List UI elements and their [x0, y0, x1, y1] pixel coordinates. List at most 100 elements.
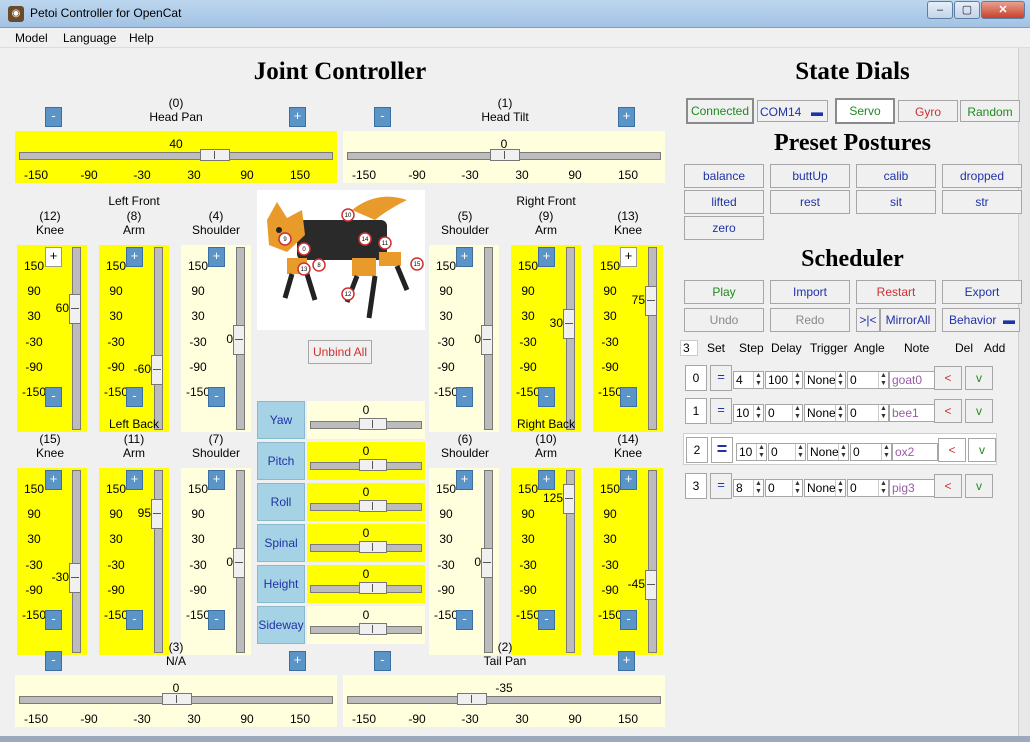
sideway-dial-button[interactable]: Sideway [257, 606, 305, 644]
angle-spinbox[interactable]: 0▲▼ [850, 443, 892, 461]
head-tilt-minus-button[interactable]: - [374, 107, 391, 127]
slider-trough[interactable] [151, 470, 163, 653]
menu-help[interactable]: Help [129, 31, 154, 45]
spin-arrows-icon[interactable]: ▲▼ [753, 480, 763, 496]
posture-buttup-button[interactable]: buttUp [770, 164, 850, 188]
servo-button[interactable]: Servo [835, 98, 895, 124]
slider-thumb[interactable] [645, 570, 657, 600]
export-button[interactable]: Export [942, 280, 1022, 304]
height-dial-slider[interactable]: 0 [307, 565, 425, 603]
posture-sit-button[interactable]: sit [856, 190, 936, 214]
delay-spinbox[interactable]: 0▲▼ [768, 443, 806, 461]
spinal-dial-button[interactable]: Spinal [257, 524, 305, 562]
spin-arrows-icon[interactable]: ▲▼ [881, 444, 891, 460]
step-spinbox[interactable]: 10▲▼ [736, 443, 767, 461]
random-button[interactable]: Random [960, 100, 1020, 122]
trigger-spinbox[interactable]: None▲▼ [804, 404, 846, 422]
behavior-select[interactable]: Behavior▬ [942, 308, 1020, 332]
dial-trough[interactable] [310, 459, 422, 471]
slider-thumb[interactable] [69, 294, 81, 324]
dial-trough[interactable] [310, 623, 422, 635]
dial-thumb[interactable] [359, 418, 387, 430]
posture-calib-button[interactable]: calib [856, 164, 936, 188]
spin-arrows-icon[interactable]: ▲▼ [835, 372, 845, 388]
slider-trough[interactable] [19, 693, 333, 705]
delay-spinbox[interactable]: 0▲▼ [765, 404, 803, 422]
rf-knee-minus-button[interactable]: - [620, 387, 637, 407]
set-frame-button[interactable]: = [711, 437, 733, 463]
trigger-spinbox[interactable]: None▲▼ [804, 479, 846, 497]
lb-arm-minus-button[interactable]: - [126, 610, 143, 630]
slider-trough[interactable] [563, 247, 575, 430]
lb-knee-plus-button[interactable]: + [45, 470, 62, 490]
frame-index[interactable]: 1 [685, 398, 707, 424]
lb-knee-minus-button[interactable]: - [45, 610, 62, 630]
spin-arrows-icon[interactable]: ▲▼ [792, 480, 802, 496]
sideway-dial-slider[interactable]: 0 [307, 606, 425, 644]
dial-thumb[interactable] [359, 459, 387, 471]
spin-arrows-icon[interactable]: ▲▼ [792, 372, 802, 388]
delete-frame-button[interactable]: < [934, 366, 962, 390]
rb-shoulder-minus-button[interactable]: - [456, 610, 473, 630]
set-frame-button[interactable]: = [710, 398, 732, 424]
set-frame-button[interactable]: = [710, 473, 732, 499]
spin-arrows-icon[interactable]: ▲▼ [835, 405, 845, 421]
height-dial-button[interactable]: Height [257, 565, 305, 603]
mirror-all-button[interactable]: MirrorAll [880, 308, 936, 332]
dial-thumb[interactable] [359, 582, 387, 594]
lf-arm-minus-button[interactable]: - [126, 387, 143, 407]
frame-index[interactable]: 2 [686, 437, 708, 463]
angle-spinbox[interactable]: 0▲▼ [847, 479, 889, 497]
posture-zero-button[interactable]: zero [684, 216, 764, 240]
slider-thumb[interactable] [233, 325, 245, 355]
add-frame-button[interactable]: v [965, 474, 993, 498]
slider-trough[interactable] [481, 470, 493, 653]
dial-trough[interactable] [310, 582, 422, 594]
slider-thumb[interactable] [69, 563, 81, 593]
slider-trough[interactable] [347, 693, 661, 705]
spin-arrows-icon[interactable]: ▲▼ [878, 405, 888, 421]
delete-frame-button[interactable]: < [938, 438, 966, 462]
spin-arrows-icon[interactable]: ▲▼ [835, 480, 845, 496]
rf-knee-plus-button[interactable]: + [620, 247, 637, 267]
trigger-spinbox[interactable]: None▲▼ [804, 371, 846, 389]
angle-spinbox[interactable]: 0▲▼ [847, 371, 889, 389]
menu-model[interactable]: Model [15, 31, 48, 45]
slider-thumb[interactable] [457, 693, 487, 705]
close-button[interactable]: ✕ [981, 1, 1025, 19]
trigger-spinbox[interactable]: None▲▼ [807, 443, 849, 461]
lf-arm-plus-button[interactable]: + [126, 247, 143, 267]
rb-arm-plus-button[interactable]: + [538, 470, 555, 490]
dial-trough[interactable] [310, 500, 422, 512]
note-field[interactable]: bee1 [889, 404, 935, 422]
slider-thumb[interactable] [200, 149, 230, 161]
posture-rest-button[interactable]: rest [770, 190, 850, 214]
unbind-all-button[interactable]: Unbind All [308, 340, 372, 364]
add-frame-button[interactable]: v [968, 438, 996, 462]
port-select[interactable]: COM14▬ [757, 100, 828, 122]
tail-pan-plus-button[interactable]: + [618, 651, 635, 671]
rf-arm-plus-button[interactable]: + [538, 247, 555, 267]
connected-button[interactable]: Connected [686, 98, 754, 124]
play-button[interactable]: Play [684, 280, 764, 304]
maximize-button[interactable]: ▢ [954, 1, 980, 19]
lf-knee-plus-button[interactable]: + [45, 247, 62, 267]
rb-knee-plus-button[interactable]: + [620, 470, 637, 490]
slider-thumb[interactable] [151, 499, 163, 529]
slider-thumb[interactable] [233, 548, 245, 578]
dial-trough[interactable] [310, 541, 422, 553]
lf-knee-minus-button[interactable]: - [45, 387, 62, 407]
step-spinbox[interactable]: 4▲▼ [733, 371, 764, 389]
tail-pan-minus-button[interactable]: - [374, 651, 391, 671]
slider-trough[interactable] [69, 247, 81, 430]
lf-shoulder-minus-button[interactable]: - [208, 387, 225, 407]
posture-dropped-button[interactable]: dropped [942, 164, 1022, 188]
slider-trough[interactable] [347, 149, 661, 161]
slider-trough[interactable] [19, 149, 333, 161]
slider-thumb[interactable] [645, 286, 657, 316]
spin-arrows-icon[interactable]: ▲▼ [756, 444, 766, 460]
